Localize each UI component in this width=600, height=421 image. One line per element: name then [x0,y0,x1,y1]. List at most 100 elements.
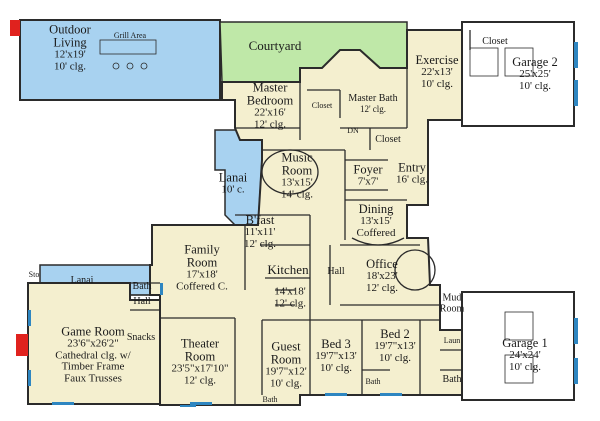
room-outdoor-living-dims: 12'x19' [54,48,86,61]
room-guest-room: Guest Room 19'7"x12' 10' clg. [265,340,306,389]
room-office-dims: 18'x23' [366,270,398,283]
room-game-room-name: Game Room [61,324,125,339]
room-master-bath-name: Master Bath [348,93,398,105]
room-master-bedroom: Master Bedroom 22'x16' 12' clg. [247,81,294,130]
room-foyer: Foyer 7'x7' [353,162,383,189]
room-closet-exercise: Closet [482,35,508,48]
room-family-room-name: Family Room [184,242,220,270]
room-dn-name: DN [347,125,359,135]
room-entry-name: Entry [398,160,426,175]
room-garage-2-ceiling: 10' clg. [519,79,551,92]
room-bed-3-ceiling: 10' clg. [320,361,352,374]
garage-2-area [461,21,575,127]
room-master-bedroom-ceiling: 12' clg. [254,118,286,131]
room-game-room: Game Room 23'6"x26'2" Cathedral clg. w/ … [55,325,130,384]
room-kitchen-ceiling: 12' clg. [274,297,306,309]
room-guest-room-name: Guest Room [270,339,302,367]
room-music-room-dims: 13'x15' [281,176,313,189]
room-bath-guest: Bath [262,394,278,404]
room-dining-ceiling: Coffered [356,226,396,239]
room-foyer-dims: 7'x7' [357,175,379,188]
room-bath-left-name: Bath [132,280,152,292]
fireplace-game-room [16,334,28,356]
room-garage-2-name: Garage 2 [512,54,558,69]
room-garage-1: Garage 1 24'x24' 10' clg. [502,335,548,373]
room-bed-3-dims: 19'7"x13' [315,350,357,363]
room-bed-2-ceiling: 10' clg. [379,351,411,364]
room-kitchen: Kitchen [267,263,308,277]
room-lanai-upper: Lanai 10' c. [218,170,248,197]
room-bed-3: Bed 3 19'7"x13' 10' clg. [315,336,357,374]
room-master-bedroom-name: Master Bedroom [246,80,294,108]
grill-counter [99,39,157,55]
room-master-bath-ceiling: 12' clg. [359,103,387,114]
room-courtyard: Courtyard [249,39,302,53]
room-guest-room-ceiling: 10' clg. [270,377,302,390]
room-garage-1-ceiling: 10' clg. [509,360,541,373]
room-closet-master-right: Closet [375,133,401,146]
room-game-room-ceiling: Cathedral clg. w/ Timber Frame Faux Trus… [55,349,131,385]
room-closet-master-right-name: Closet [375,133,401,145]
room-foyer-name: Foyer [353,162,383,177]
room-snacks-name: Snacks [126,331,156,343]
room-bath-left: Bath [132,280,152,293]
room-lanai-upper-name: Lanai [218,170,248,185]
room-bfast: B'fast 11'x11' 12' clg. [244,212,276,250]
room-bfast-dims: 11'x11' [244,226,276,239]
room-hall-center-name: Hall [327,265,345,277]
room-bath-garage-name: Bath [442,373,462,385]
room-exercise-ceiling: 10' clg. [421,77,453,90]
room-music-room-ceiling: 14' clg. [281,188,313,201]
room-entry-ceiling: 16' clg. [396,173,428,186]
room-garage-1-dims: 24'x24' [509,349,541,362]
room-music-room: Music Room 13'x15' 14' clg. [281,151,313,200]
room-dining-name: Dining [358,201,394,216]
room-dining-dims: 13'x15' [360,215,392,228]
room-dn: DN [347,125,359,135]
room-bed-2-dims: 19'7"x13' [374,340,416,353]
room-bfast-name: B'fast [245,212,275,227]
room-kitchen-dims: 14'x18' [274,285,306,298]
room-garage-2: Garage 2 25'x25' 10' clg. [512,54,558,92]
room-dining: Dining 13'x15' Coffered [356,201,396,239]
room-closet-exercise-name: Closet [482,35,508,47]
room-garage-1-name: Garage 1 [502,335,548,350]
room-hall-left-name: Hall [133,295,151,307]
room-bath-garage: Bath [442,373,462,386]
room-theater-room: Theater Room 23'5"x17'10" 12' clg. [172,337,229,386]
room-mud-room-name: Mud Room [439,292,465,314]
room-lanai-lower-name: Lanai [70,274,94,286]
room-outdoor-living-ceiling: 10' clg. [54,60,86,73]
room-snacks: Snacks [126,331,156,344]
room-bed-2-name: Bed 2 [380,326,410,341]
room-bath-guest-name: Bath [262,394,278,404]
room-bed-3-name: Bed 3 [321,336,351,351]
room-family-room-ceiling: Coffered C. [176,280,228,293]
room-bfast-ceiling: 12' clg. [244,237,276,250]
room-lanai-lower: Lanai [70,274,94,287]
room-closet-master-left-name: Closet [311,100,333,110]
room-lanai-upper-ceiling: 10' c. [221,183,245,196]
room-office-ceiling: 12' clg. [366,281,398,294]
room-sto: Sto [28,269,40,279]
room-sto-name: Sto [28,269,40,279]
room-hall-center: Hall [327,265,345,278]
room-exercise: Exercise 22'x13' 10' clg. [415,52,459,90]
fireplace-outdoor [10,20,20,36]
room-office: Office 18'x23' 12' clg. [366,257,398,294]
room-exercise-dims: 22'x13' [421,66,453,79]
room-kitchen-info: 14'x18' 12' clg. [274,286,306,309]
room-master-bedroom-dims: 22'x16' [254,106,286,119]
room-master-bath: Master Bath 12' clg. [348,94,397,114]
room-grill-area-name: Grill Area [113,30,147,40]
room-family-room-dims: 17'x18' [186,268,218,281]
room-garage-2-dims: 25'x25' [519,68,551,81]
outdoor-living-area [19,19,221,101]
room-exercise-name: Exercise [415,52,459,67]
room-music-room-name: Music Room [281,150,313,178]
room-closet-master-left: Closet [311,100,333,110]
room-courtyard-name: Courtyard [248,38,302,54]
room-theater-room-name: Theater Room [180,336,220,364]
